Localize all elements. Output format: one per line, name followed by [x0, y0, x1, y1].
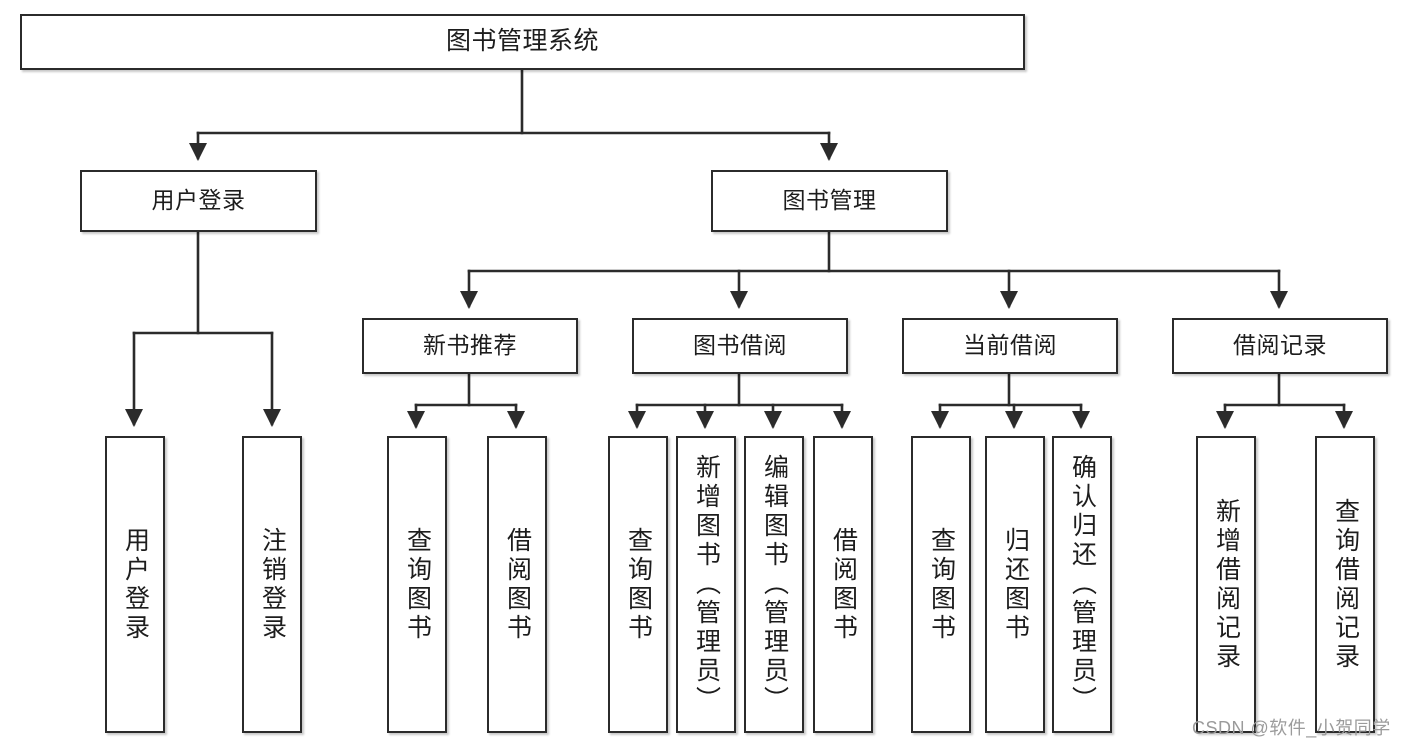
node-root[interactable]: 图书管理系统	[20, 14, 1025, 70]
node-leaf-query-book-2-label: 查询图书	[624, 526, 653, 643]
node-new-book-recommend-label: 新书推荐	[423, 332, 517, 359]
node-leaf-query-book-1[interactable]: 查询图书	[387, 436, 447, 733]
node-leaf-query-book-3[interactable]: 查询图书	[911, 436, 971, 733]
node-leaf-add-borrow-record[interactable]: 新增借阅记录	[1196, 436, 1256, 733]
node-new-book-recommend[interactable]: 新书推荐	[362, 318, 578, 374]
node-user-login-label: 用户登录	[151, 187, 246, 214]
node-borrow-record[interactable]: 借阅记录	[1172, 318, 1388, 374]
node-book-manage[interactable]: 图书管理	[711, 170, 948, 232]
node-leaf-query-borrow-record-label: 查询借阅记录	[1331, 497, 1360, 672]
node-user-login[interactable]: 用户登录	[80, 170, 317, 232]
node-leaf-return-book-label: 归还图书	[1001, 526, 1030, 643]
csdn-watermark: CSDN @软件_小贺同学	[1192, 718, 1391, 738]
node-leaf-query-borrow-record[interactable]: 查询借阅记录	[1315, 436, 1375, 733]
node-leaf-add-borrow-record-label: 新增借阅记录	[1212, 497, 1241, 672]
node-leaf-edit-book-admin-label: 编辑图书（管理员）	[760, 454, 789, 715]
node-borrow-record-label: 借阅记录	[1233, 332, 1327, 359]
node-leaf-query-book-3-label: 查询图书	[927, 526, 956, 643]
node-leaf-borrow-book-2-label: 借阅图书	[829, 526, 858, 643]
node-current-borrow-label: 当前借阅	[963, 332, 1057, 359]
node-leaf-add-book-admin-label: 新增图书（管理员）	[692, 454, 721, 715]
node-leaf-logout-login[interactable]: 注销登录	[242, 436, 302, 733]
node-root-label: 图书管理系统	[445, 27, 599, 56]
node-leaf-query-book-2[interactable]: 查询图书	[608, 436, 668, 733]
node-leaf-confirm-return-admin[interactable]: 确认归还（管理员）	[1052, 436, 1112, 733]
node-leaf-borrow-book-1[interactable]: 借阅图书	[487, 436, 547, 733]
node-leaf-borrow-book-2[interactable]: 借阅图书	[813, 436, 873, 733]
node-leaf-query-book-1-label: 查询图书	[403, 526, 432, 643]
node-leaf-logout-login-label: 注销登录	[258, 526, 287, 643]
node-book-borrow-label: 图书借阅	[693, 332, 787, 359]
node-leaf-add-book-admin[interactable]: 新增图书（管理员）	[676, 436, 736, 733]
node-leaf-borrow-book-1-label: 借阅图书	[503, 526, 532, 643]
node-book-borrow[interactable]: 图书借阅	[632, 318, 848, 374]
node-leaf-user-login-label: 用户登录	[121, 526, 150, 643]
node-leaf-edit-book-admin[interactable]: 编辑图书（管理员）	[744, 436, 804, 733]
node-book-manage-label: 图书管理	[782, 187, 877, 214]
node-leaf-return-book[interactable]: 归还图书	[985, 436, 1045, 733]
node-leaf-confirm-return-admin-label: 确认归还（管理员）	[1068, 454, 1097, 715]
node-leaf-user-login[interactable]: 用户登录	[105, 436, 165, 733]
node-current-borrow[interactable]: 当前借阅	[902, 318, 1118, 374]
